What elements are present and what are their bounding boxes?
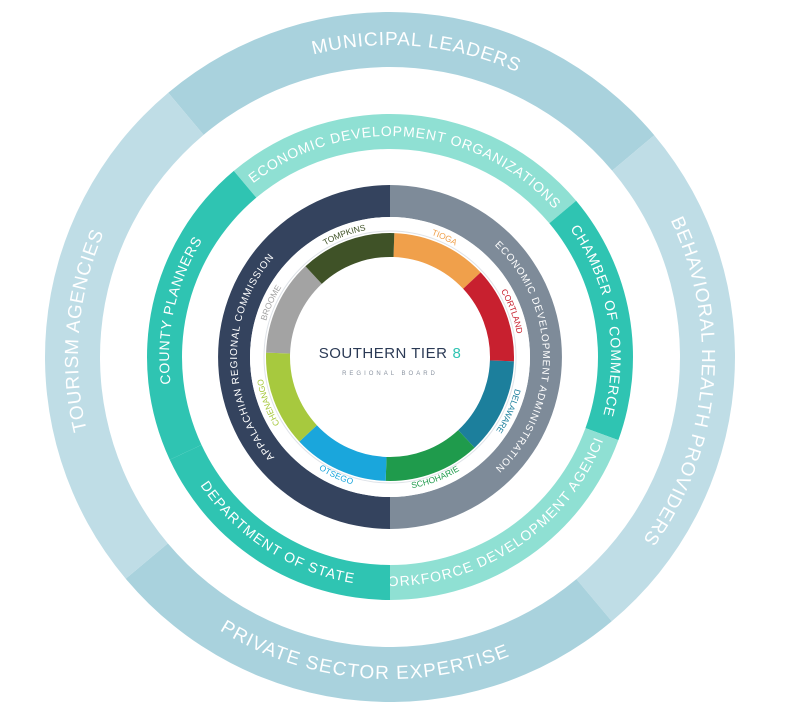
tourism-agencies-segment	[44, 92, 204, 579]
workforce-development-agencies-segment	[390, 428, 619, 600]
cortland-segment	[463, 272, 514, 362]
otsego-segment	[299, 425, 387, 481]
tompkins-segment	[305, 233, 395, 284]
center-subtitle: REGIONAL BOARD	[342, 371, 438, 377]
broome-segment	[266, 266, 322, 354]
economic-development-administration-segment	[390, 185, 562, 529]
department-of-state-segment	[169, 444, 390, 600]
center-number: 8	[452, 345, 461, 362]
county-ring-outline	[263, 230, 517, 484]
chamber-of-commerce-segment	[549, 200, 633, 441]
tioga-segment	[393, 233, 481, 289]
economic-development-organizations-segment	[233, 113, 577, 224]
appalachian-regional-commission-segment	[218, 185, 390, 529]
behavioral-health-providers-segment	[576, 135, 735, 622]
delaware-segment	[458, 360, 514, 448]
private-sector-expertise-segment	[125, 543, 612, 702]
center-disc	[292, 259, 488, 455]
municipal-leaders-segment	[168, 12, 655, 171]
center-title-text: SOUTHERN TIER	[319, 345, 448, 362]
county-planners-segment	[147, 170, 257, 460]
schoharie-segment	[385, 430, 475, 482]
chenango-segment	[265, 352, 317, 442]
